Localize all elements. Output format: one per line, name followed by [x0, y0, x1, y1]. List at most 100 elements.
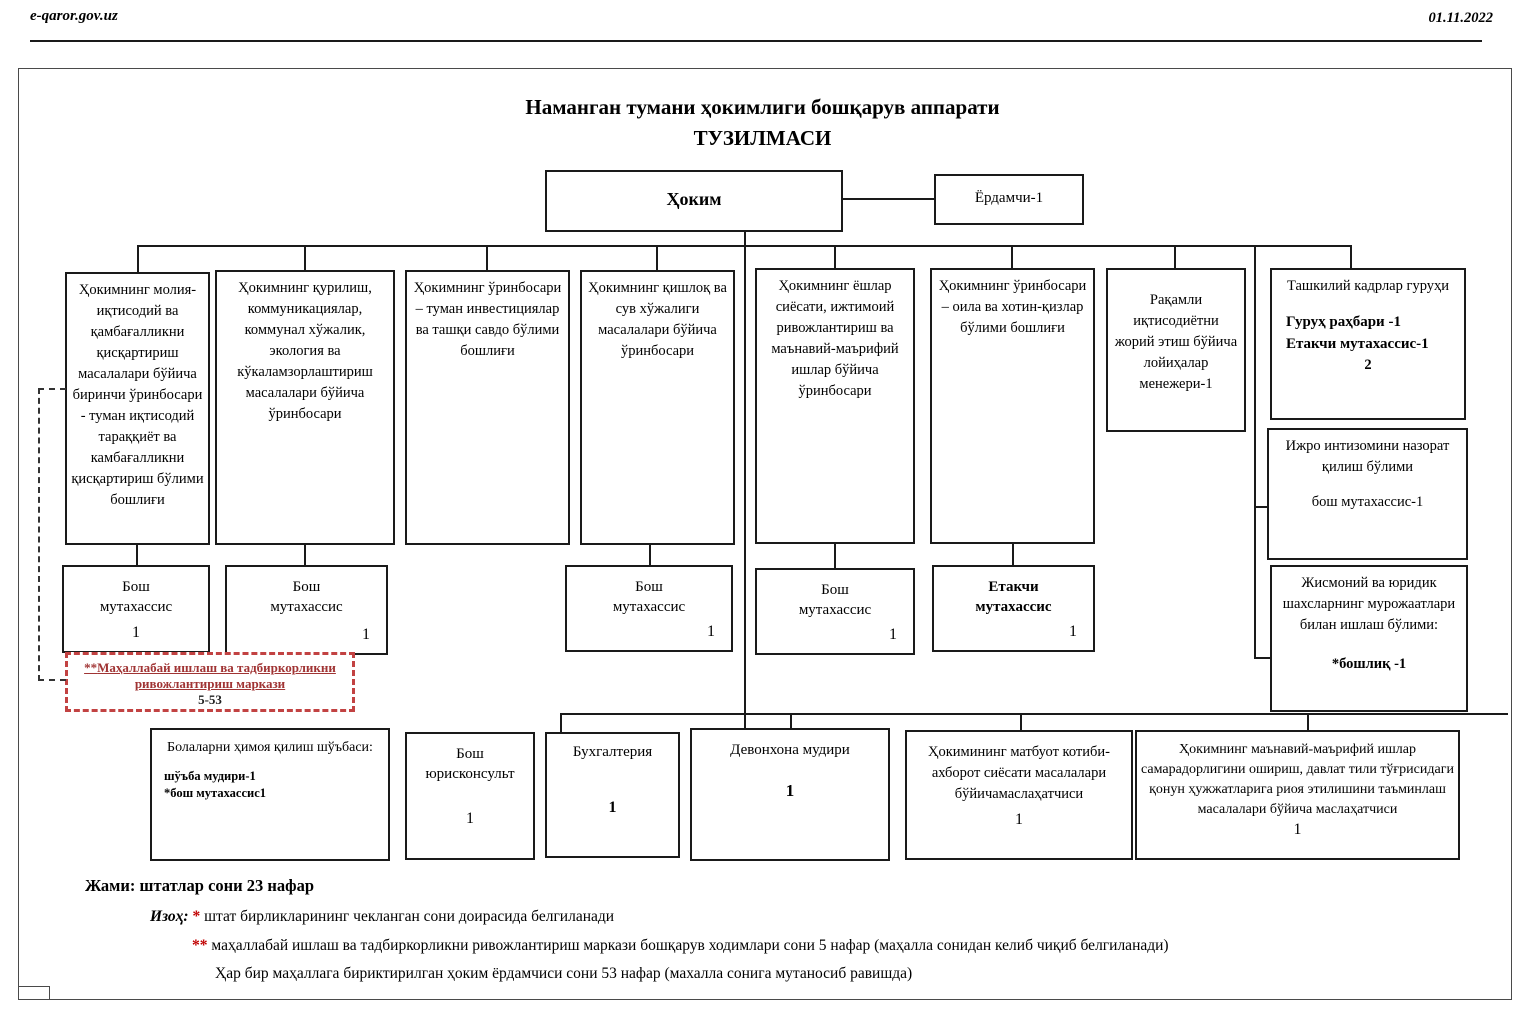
dept-box-2: Ҳокимнинг қурилиш, коммуникациялар, комм… — [215, 270, 395, 545]
jurist-count: 1 — [466, 810, 474, 827]
bottom-box-jurist: Бош юрисконсульт 1 — [405, 732, 535, 860]
assistant-label: Ёрдамчи-1 — [974, 190, 1044, 206]
specialist-box-1: Бош мутахассис 1 — [62, 565, 210, 653]
children-title: Болаларни ҳимоя қилиш шўъбаси: — [167, 740, 373, 755]
bracket-top — [38, 388, 66, 390]
corner-box — [18, 986, 50, 1000]
press-count: 1 — [1015, 811, 1023, 828]
note-line-1: Изоҳ: * штат бирликларининг чекланган со… — [150, 908, 614, 926]
specialist-2-count: 1 — [362, 626, 370, 643]
bracket-bottom — [38, 679, 66, 681]
note-3-text: Ҳар бир маҳаллага бириктирилган ҳоким ёр… — [215, 965, 913, 982]
ijro-box: Ижро интизомини назорат қилиш бўлими бош… — [1267, 428, 1468, 560]
specialist-box-4: Бош мутахассис 1 — [755, 568, 915, 655]
dept-3-label: Ҳокимнинг ўринбосари – туман инвестициял… — [413, 280, 562, 359]
connector-main-vertical — [744, 232, 746, 728]
jismoniy-title: Жисмоний ва юридик шахсларнинг мурожаатл… — [1282, 575, 1456, 633]
dept-6-label: Ҳокимнинг ўринбосари – оила ва хотин-қиз… — [938, 278, 1087, 336]
specialist-5-count: 1 — [1069, 623, 1077, 640]
dept-box-5: Ҳокимнинг ёшлар сиёсати, ижтимоий ривожл… — [755, 268, 915, 544]
connector-stub-d5 — [834, 245, 836, 268]
mahalla-text: Маҳаллабай ишлаш ва тадбиркорликни ривож… — [97, 660, 336, 691]
jurist-label: Бош юрисконсульт — [425, 746, 515, 782]
specialist-box-3: Бош мутахассис 1 — [565, 565, 733, 652]
jismoniy-box: Жисмоний ва юридик шахсларнинг мурожаатл… — [1270, 565, 1468, 712]
connector-stub-d6 — [1011, 245, 1013, 268]
note-1-text: штат бирликларининг чекланган сони доира… — [204, 908, 615, 925]
assistant-box: Ёрдамчи-1 — [934, 174, 1084, 225]
dept-7-label: Рақамли иқтисодиётни жорий этиш бўйича л… — [1114, 292, 1238, 392]
devonxona-count: 1 — [785, 781, 795, 800]
dept-4-label: Ҳокимнинг қишлоқ ва сув хўжалиги масалал… — [588, 280, 727, 359]
specialist-4-label: Бош мутахассис — [798, 582, 872, 618]
chart-title: Наманган тумани ҳокимлиги бошқарув аппар… — [250, 92, 1275, 154]
bottom-box-devonxona: Девонхона мудири 1 — [690, 728, 890, 861]
dept-box-3: Ҳокимнинг ўринбосари – туман инвестициял… — [405, 270, 570, 545]
mahalla-count: 5-53 — [198, 692, 222, 707]
mahalla-stars: ** — [84, 660, 98, 675]
connector-stub-b6 — [1307, 713, 1309, 731]
hokim-box: Ҳоким — [545, 170, 843, 232]
site-label: e-qaror.gov.uz — [30, 8, 118, 24]
manaviy-count: 1 — [1293, 821, 1302, 838]
bottom-box-children: Болаларни ҳимоя қилиш шўъбаси: шўъба муд… — [150, 728, 390, 861]
page-border — [18, 68, 1512, 1000]
connector-top-bus — [137, 245, 1352, 247]
specialist-box-2: Бош мутахассис 1 — [225, 565, 388, 655]
ijro-title: Ижро интизомини назорат қилиш бўлими — [1285, 438, 1450, 475]
bottom-box-press: Ҳокимининг матбуот котиби-ахборот сиёсат… — [905, 730, 1133, 860]
dept-box-1: Ҳокимнинг молия-иқтисодий ва қамбағаллик… — [65, 272, 210, 545]
manaviy-label: Ҳокимнинг маънавий-маърифий ишлар самара… — [1141, 742, 1454, 817]
devonxona-label: Девонхона мудири — [730, 742, 850, 758]
ijro-staff: бош мутахассис-1 — [1311, 494, 1424, 510]
hokim-label: Ҳоким — [666, 189, 722, 209]
specialist-1-count: 1 — [132, 624, 140, 641]
dept-box-4: Ҳокимнинг қишлоқ ва сув хўжалиги масалал… — [580, 270, 735, 545]
bracket-vertical — [38, 388, 40, 681]
specialist-box-5: Етакчи мутахассис 1 — [932, 565, 1095, 652]
dept-8-line1: Гуруҳ раҳбари -1 — [1286, 314, 1401, 330]
children-line1: шўъба мудири-1 — [164, 769, 256, 783]
note-2-star: ** — [192, 937, 208, 954]
dept-box-7: Рақамли иқтисодиётни жорий этиш бўйича л… — [1106, 268, 1246, 432]
connector-stub-d2 — [304, 245, 306, 270]
dept-1-label: Ҳокимнинг молия-иқтисодий ва қамбағаллик… — [71, 282, 204, 508]
jismoniy-staff: *бошлиқ -1 — [1331, 656, 1407, 672]
connector-right-rail — [1254, 245, 1256, 659]
connector-stub-s1 — [136, 545, 138, 565]
dept-box-8: Ташкилий кадрлар гуруҳи Гуруҳ раҳбари -1… — [1270, 268, 1466, 420]
connector-stub-s2 — [304, 545, 306, 565]
dept-box-6: Ҳокимнинг ўринбосари – оила ва хотин-қиз… — [930, 268, 1095, 544]
note-2-text: маҳаллабай ишлаш ва тадбиркорликни ривож… — [211, 937, 1169, 954]
connector-stub-d4 — [656, 245, 658, 270]
connector-rail-ijro — [1254, 506, 1268, 508]
total-staff-label: Жами: штатлар сони 23 нафар — [85, 876, 315, 895]
specialist-2-label: Бош мутахассис — [270, 579, 343, 615]
connector-stub-d1 — [137, 245, 139, 272]
dept-5-label: Ҳокимнинг ёшлар сиёсати, ижтимоий ривожл… — [771, 278, 899, 399]
specialist-4-count: 1 — [889, 626, 897, 643]
children-line2: *бош мутахассис1 — [164, 786, 267, 800]
header-rule — [30, 40, 1482, 42]
dept-8-line2: Етакчи мутахассис-1 — [1286, 336, 1429, 352]
connector-stub-b3 — [560, 713, 562, 733]
buhgalteriya-count: 1 — [608, 799, 617, 816]
connector-stub-b5 — [1020, 713, 1022, 731]
chart-title-line1: Наманган тумани ҳокимлиги бошқарув аппар… — [525, 95, 1000, 119]
connector-stub-b4 — [790, 713, 792, 729]
note-line-2: ** маҳаллабай ишлаш ва тадбиркорликни ри… — [192, 937, 1169, 955]
note-line-3: Ҳар бир маҳаллага бириктирилган ҳоким ёр… — [215, 965, 912, 983]
connector-stub-d7 — [1174, 245, 1176, 268]
specialist-3-label: Бош мутахассис — [612, 579, 686, 615]
connector-hokim-assistant — [843, 198, 934, 200]
connector-stub-s3 — [649, 545, 651, 565]
connector-rail-jismoniy — [1254, 657, 1271, 659]
connector-bend-d8 — [1350, 245, 1352, 270]
dept-8-title: Ташкилий кадрлар гуруҳи — [1286, 278, 1450, 294]
mahalla-center-box: **Маҳаллабай ишлаш ва тадбиркорликни рив… — [65, 652, 355, 712]
chart-title-line2: ТУЗИЛМАСИ — [693, 126, 832, 150]
dept-8-count: 2 — [1364, 357, 1372, 373]
specialist-3-count: 1 — [707, 623, 715, 640]
bottom-box-buhgalteriya: Бухгалтерия 1 — [545, 732, 680, 858]
specialist-1-label: Бош мутахассис — [99, 579, 173, 615]
